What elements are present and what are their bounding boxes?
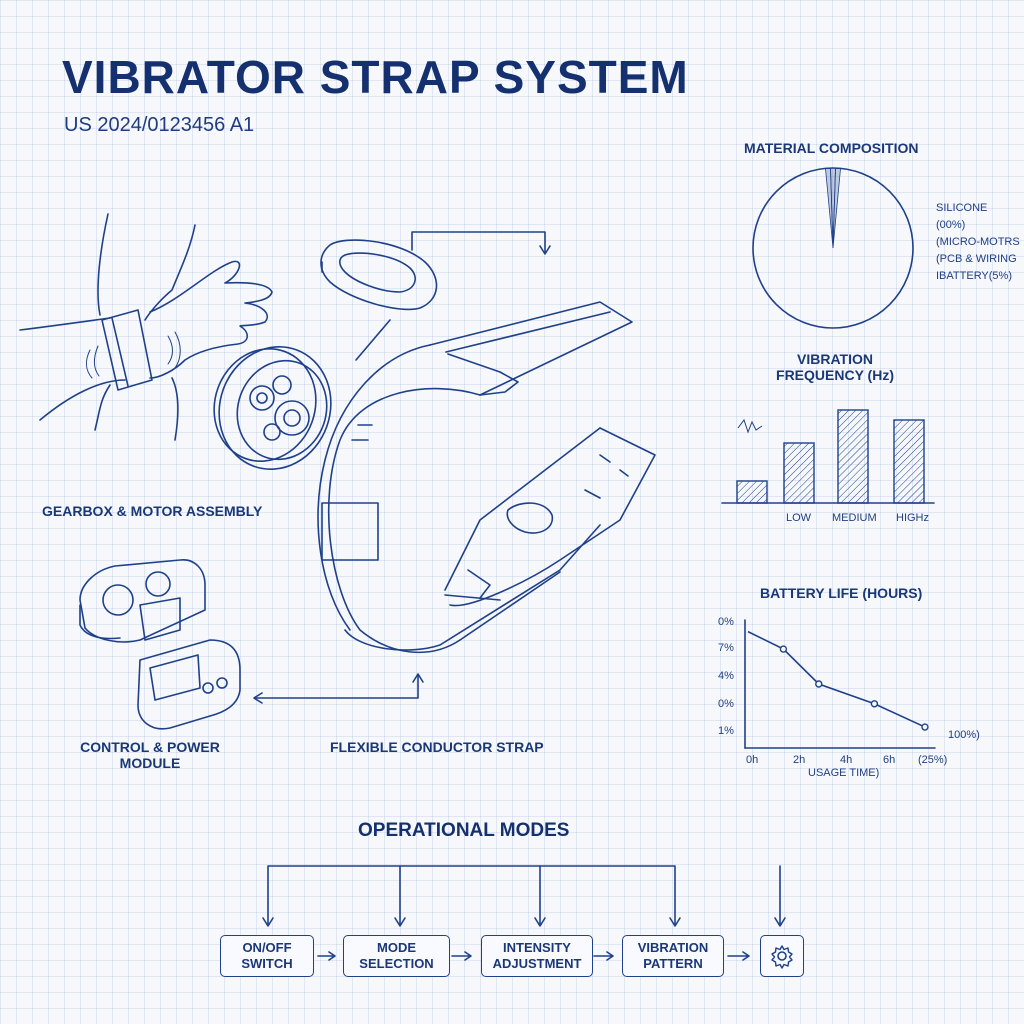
patent-number: US 2024/0123456 A1 [64,114,255,136]
control-module-illustration [79,559,241,730]
control-module-label: CONTROL & POWER MODULE [60,739,240,771]
battery-point [779,645,788,653]
mode-label-line1: INTENSITY [503,940,571,955]
mode-label-line2: ADJUSTMENT [492,956,582,971]
bar-label-medium: MEDIUM [832,512,877,524]
modes-connectors [262,865,786,961]
vibration-bar-chart [721,409,935,504]
bar-0 [736,480,768,504]
material-pie-chart [752,167,914,329]
vibration-title-line1: VIBRATION [797,351,873,367]
strap-illustration [317,301,656,654]
gearbox-illustration [213,345,332,471]
clip-illustration [320,239,438,311]
control-module-label-line2: MODULE [119,755,181,771]
battery-y-tick: 0% [718,616,734,628]
vibration-title: VIBRATION FREQUENCY (Hz) [760,351,910,383]
battery-y-tick: 1% [718,725,734,737]
mode-label-line2: PATTERN [643,956,703,971]
connector-arrows [253,231,551,704]
vibration-title-line2: FREQUENCY (Hz) [776,367,894,383]
material-legend-item: (MICRO-MOTRS [936,236,1020,248]
battery-series-line [747,630,926,728]
mode-label-line1: ON/OFF [242,940,292,955]
control-module-label-line1: CONTROL & POWER [80,739,220,755]
material-title: MATERIAL COMPOSITION [744,140,919,156]
gear-icon [771,945,793,969]
battery-point [870,700,879,708]
settings-gear-button[interactable] [760,935,804,977]
material-legend-item: (PCB & WIRING [936,253,1017,265]
bar-label-high: HIGHz [896,512,929,524]
battery-x-tick: 4h [840,754,853,766]
battery-point [815,680,823,688]
page-title: VIBRATOR STRAP SYSTEM [62,51,689,103]
battery-end-label: 100%) [948,729,980,741]
battery-point [921,723,929,731]
mode-label-line1: MODE [377,940,416,955]
pie-slice-battery [832,167,841,249]
battery-y-tick: 0% [718,698,734,710]
mode-label-line1: VIBRATION [637,940,709,955]
bar-3 [893,419,925,504]
mode-label-line2: SWITCH [241,956,293,971]
material-legend-item: SILICONE [936,202,988,214]
gearbox-label: GEARBOX & MOTOR ASSEMBLY [42,503,263,519]
modes-title: OPERATIONAL MODES [358,820,570,841]
battery-x-tick: 6h [883,754,896,766]
battery-y-tick: 7% [718,642,734,654]
arm-illustration [19,213,273,441]
material-legend-item: (00%) [936,219,966,231]
material-legend-item: IBATTERY(5%) [936,270,1012,282]
battery-y-tick: 4% [718,670,734,682]
battery-x-tick: (25%) [918,754,948,766]
battery-x-tick: 2h [793,754,806,766]
battery-line-chart [744,619,936,749]
strap-label: FLEXIBLE CONDUCTOR STRAP [330,739,544,755]
material-legend: SILICONE (00%) (MICRO-MOTRS (PCB & WIRIN… [936,200,1024,285]
mode-label-line2: SELECTION [359,956,434,971]
bar-label-low: LOW [786,512,812,524]
battery-x-label: USAGE TIME) [808,767,880,779]
battery-title: BATTERY LIFE (HOURS) [760,585,923,601]
bar-2 [837,409,869,504]
bar-1 [783,442,815,504]
battery-x-tick: 0h [746,754,759,766]
